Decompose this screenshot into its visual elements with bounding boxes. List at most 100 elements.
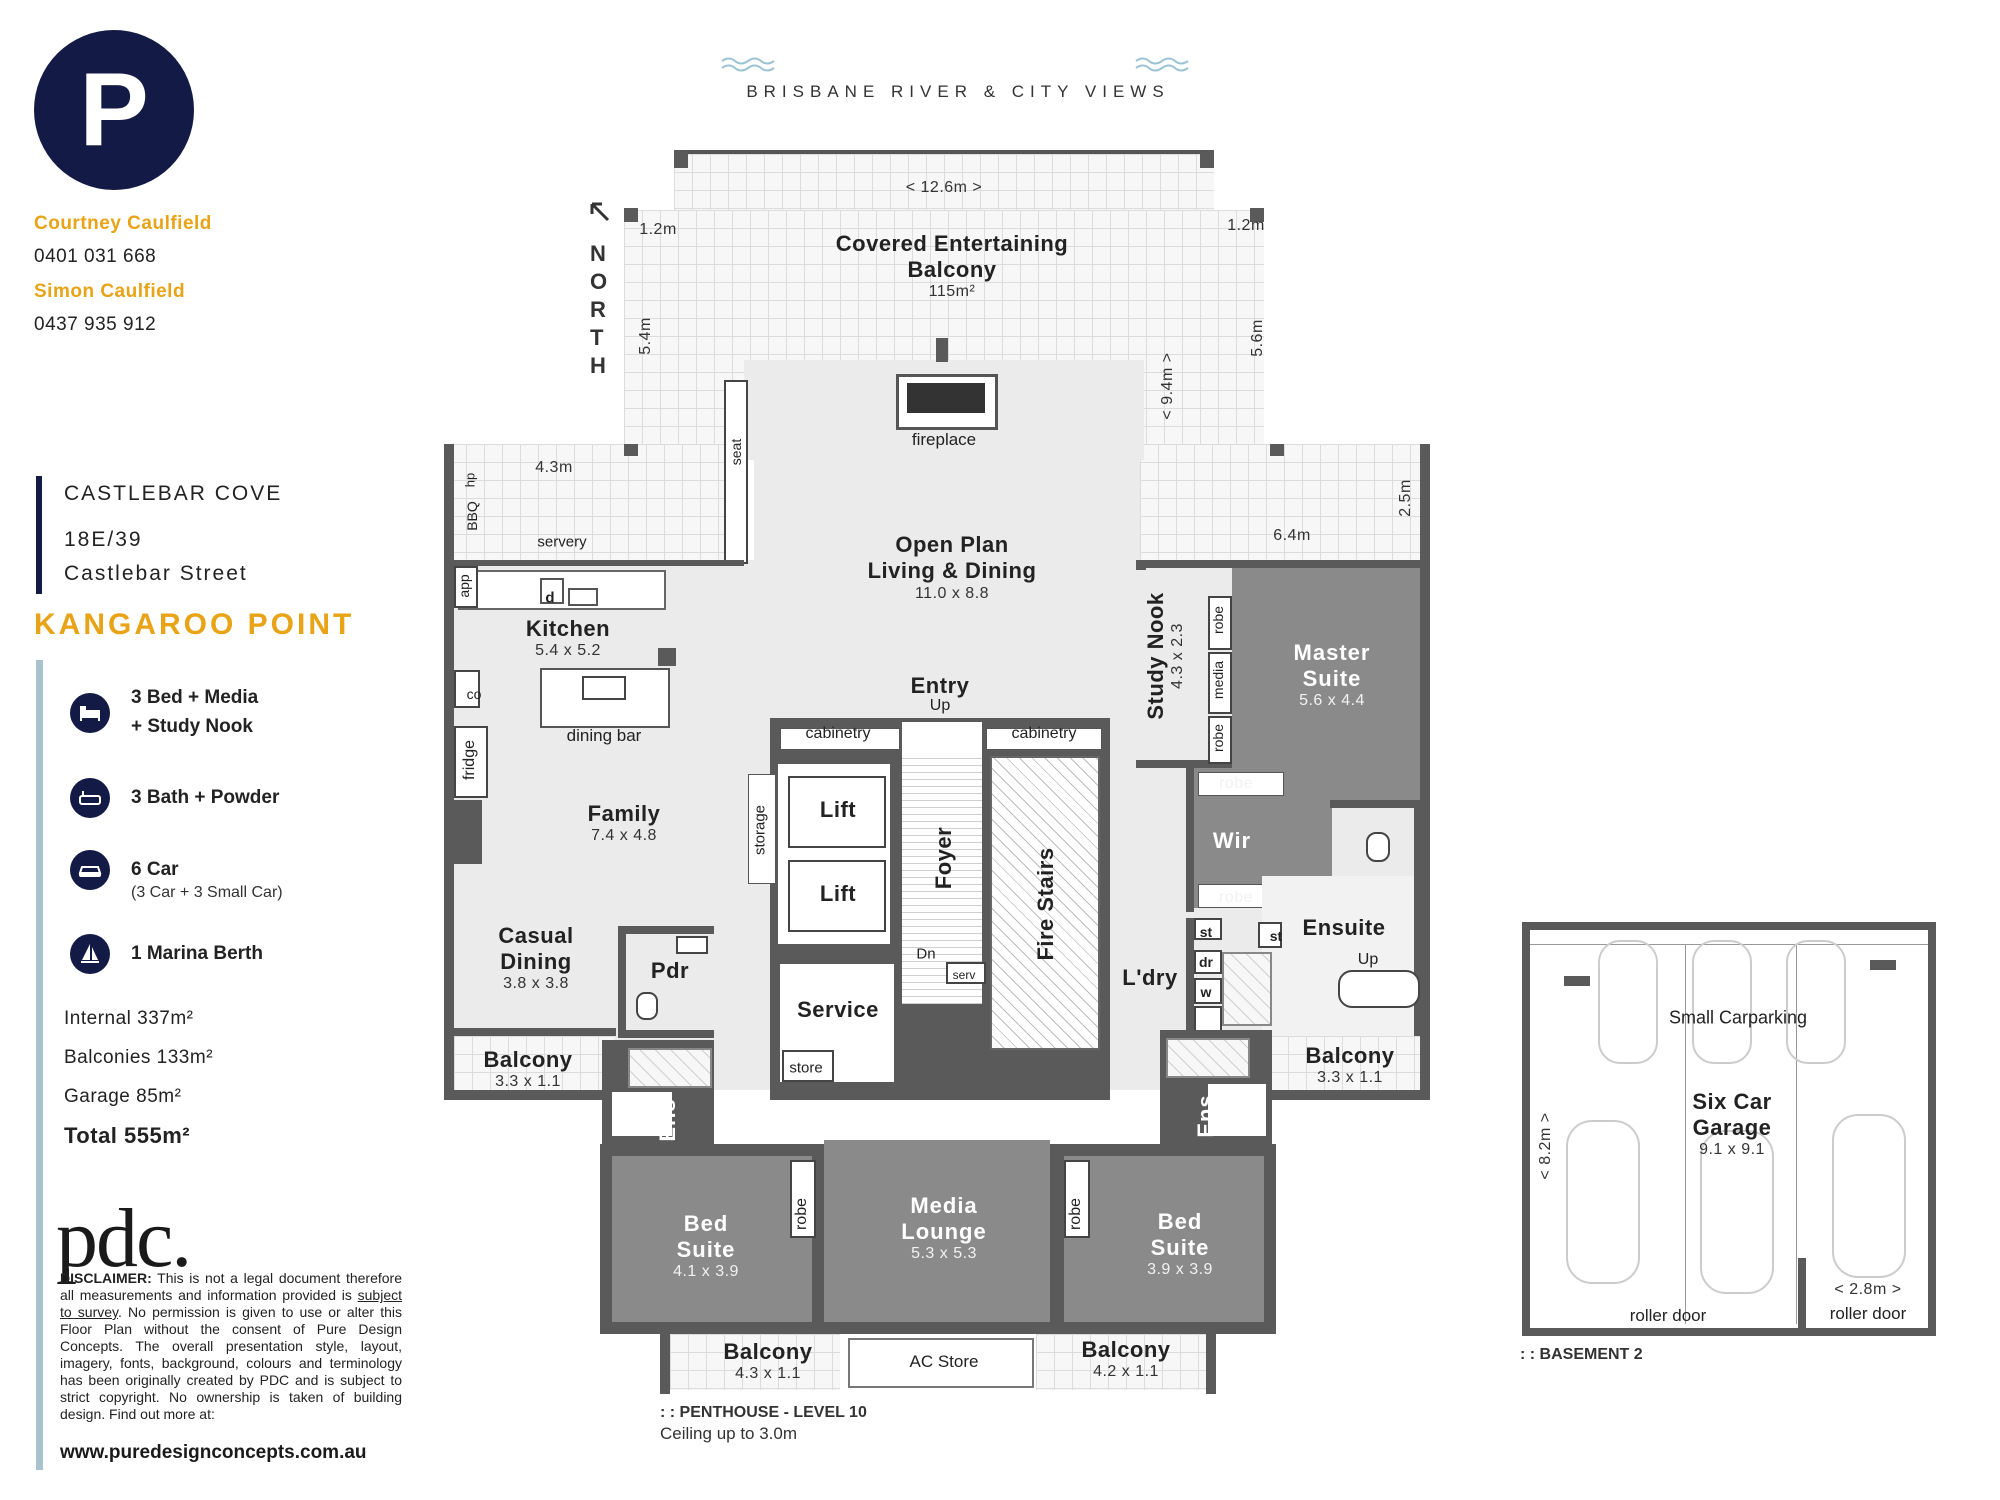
garage-dim: 9.1 x 9.1 — [1699, 1141, 1765, 1158]
room-wir: Wir — [1212, 828, 1252, 853]
dimension: 1.2m — [1227, 217, 1265, 234]
feature-marina: 1 Marina Berth — [131, 943, 263, 964]
main-balcony — [448, 444, 748, 564]
up-label: Up — [929, 697, 951, 714]
room-dim: 4.3 x 2.3 — [1169, 623, 1186, 689]
address-accent-bar — [36, 476, 42, 594]
storage-label: storage — [751, 804, 769, 856]
cooktop-icon — [582, 676, 626, 700]
wave-icon — [720, 56, 776, 79]
dimension: < 9.4m > — [1159, 352, 1176, 420]
balcony-name-2: Balcony — [907, 257, 997, 282]
app-label: app — [456, 574, 472, 598]
main-balcony — [1140, 444, 1430, 564]
logo: P — [34, 30, 194, 190]
level-title: : : PENTHOUSE - LEVEL 10 — [660, 1404, 867, 1421]
suburb: KANGAROO POINT — [34, 608, 355, 641]
ac-store — [848, 1338, 1034, 1388]
pdc-brand: pdc. — [56, 1192, 192, 1285]
agent-phone[interactable]: 0401 031 668 — [34, 246, 157, 267]
room-dim: 4.1 x 3.9 — [673, 1263, 739, 1280]
dimension: 5.4m — [637, 317, 654, 355]
room-balcony: Balcony — [483, 1047, 573, 1072]
room-laundry: L'dry — [1122, 965, 1178, 990]
garage-name: Six Car — [1692, 1089, 1772, 1114]
basement-title: : : BASEMENT 2 — [1520, 1346, 1643, 1363]
store-label: store — [789, 1059, 823, 1077]
room-media-lounge: Media — [910, 1193, 978, 1218]
agent-name: Courtney Caulfield — [34, 213, 212, 234]
garage-depth: < 8.2m > — [1537, 1112, 1554, 1180]
bath-icon — [70, 778, 110, 818]
ceiling-note: Ceiling up to 3.0m — [660, 1424, 798, 1443]
dining-bar-label: dining bar — [566, 726, 642, 745]
car-icon — [1598, 940, 1658, 1064]
car-icon — [1692, 940, 1752, 1064]
seat-label: seat — [728, 438, 744, 466]
dimension: 1.2m — [639, 221, 677, 238]
serv-label: serv — [952, 968, 976, 982]
cabinetry-label: cabinetry — [805, 725, 871, 742]
room-pdr: Pdr — [650, 958, 690, 983]
balcony-area: 115m² — [928, 283, 976, 300]
room-dim: 4.3 x 1.1 — [735, 1365, 801, 1382]
d-label: d — [545, 589, 555, 607]
fire-stairs — [990, 756, 1100, 1050]
room-bed-suite-2: Suite — [676, 1237, 736, 1262]
room-dim: 3.8 x 3.8 — [503, 975, 569, 992]
bed-icon — [70, 693, 110, 733]
car-icon — [1700, 1130, 1774, 1294]
bbq-label: BBQ — [464, 501, 480, 531]
dimension: 6.4m — [1273, 527, 1311, 544]
garage-bay-width: < 2.8m > — [1834, 1281, 1902, 1298]
street-name: Castlebar Street — [64, 562, 248, 585]
toilet-icon — [1366, 832, 1390, 862]
room-fire-stairs: Fire Stairs — [1033, 847, 1058, 961]
total-area: Total 555m² — [64, 1123, 191, 1148]
wave-icon — [1134, 56, 1190, 79]
room-family: Family — [587, 801, 661, 826]
room-dim: 3.3 x 1.1 — [1317, 1069, 1383, 1086]
room-foyer: Foyer — [931, 826, 956, 890]
room-master-suite: Master — [1293, 640, 1371, 665]
room-ens: Ens — [655, 1098, 680, 1142]
hp-label: hp — [462, 472, 478, 488]
website-link[interactable]: www.puredesignconcepts.com.au — [60, 1442, 367, 1463]
balconies-area: Balconies 133m² — [64, 1047, 214, 1068]
st-label: st — [1199, 924, 1213, 940]
balcony-width: < 12.6m > — [905, 179, 983, 196]
car-icon — [1786, 940, 1846, 1064]
room-dim: 7.4 x 4.8 — [591, 827, 657, 844]
garage-plan — [1522, 922, 1936, 1336]
balcony-casual — [454, 1036, 614, 1092]
car-icon — [1566, 1120, 1640, 1284]
unit-number: 18E/39 — [64, 528, 143, 551]
room-ens: Ens — [1193, 1094, 1218, 1138]
room-media-lounge-2: Lounge — [901, 1219, 987, 1244]
fireplace-label: fireplace — [911, 430, 977, 449]
room-dim: 5.6 x 4.4 — [1299, 692, 1365, 709]
garage-name-2: Garage — [1692, 1115, 1772, 1140]
room-casual-dining: Casual — [498, 923, 574, 948]
room-balcony: Balcony — [723, 1339, 813, 1364]
room-study-nook: Study Nook — [1143, 592, 1168, 720]
robe-label: robe — [793, 1197, 810, 1231]
building-name: CASTLEBAR COVE — [64, 482, 283, 505]
north-arrow-icon — [588, 200, 612, 229]
dimension: 4.3m — [535, 459, 573, 476]
agent-phone[interactable]: 0437 935 912 — [34, 314, 157, 335]
balcony-ensuite — [1270, 1036, 1420, 1092]
garage-area: Garage 85m² — [64, 1086, 182, 1107]
room-bed-suite-2: Suite — [1150, 1235, 1210, 1260]
dn-label: Dn — [916, 945, 936, 963]
internal-area: Internal 337m² — [64, 1008, 194, 1029]
media-lounge — [824, 1140, 1050, 1322]
dimension: 2.5m — [1397, 479, 1414, 517]
room-dim: 4.2 x 1.1 — [1093, 1363, 1159, 1380]
room-ac-store: AC Store — [909, 1352, 979, 1371]
feature-carparks-detail: (3 Car + 3 Small Car) — [131, 884, 283, 901]
room-service: Service — [797, 997, 879, 1022]
room-kitchen: Kitchen — [525, 616, 611, 641]
media-label: media — [1210, 660, 1226, 700]
lift — [788, 860, 886, 932]
